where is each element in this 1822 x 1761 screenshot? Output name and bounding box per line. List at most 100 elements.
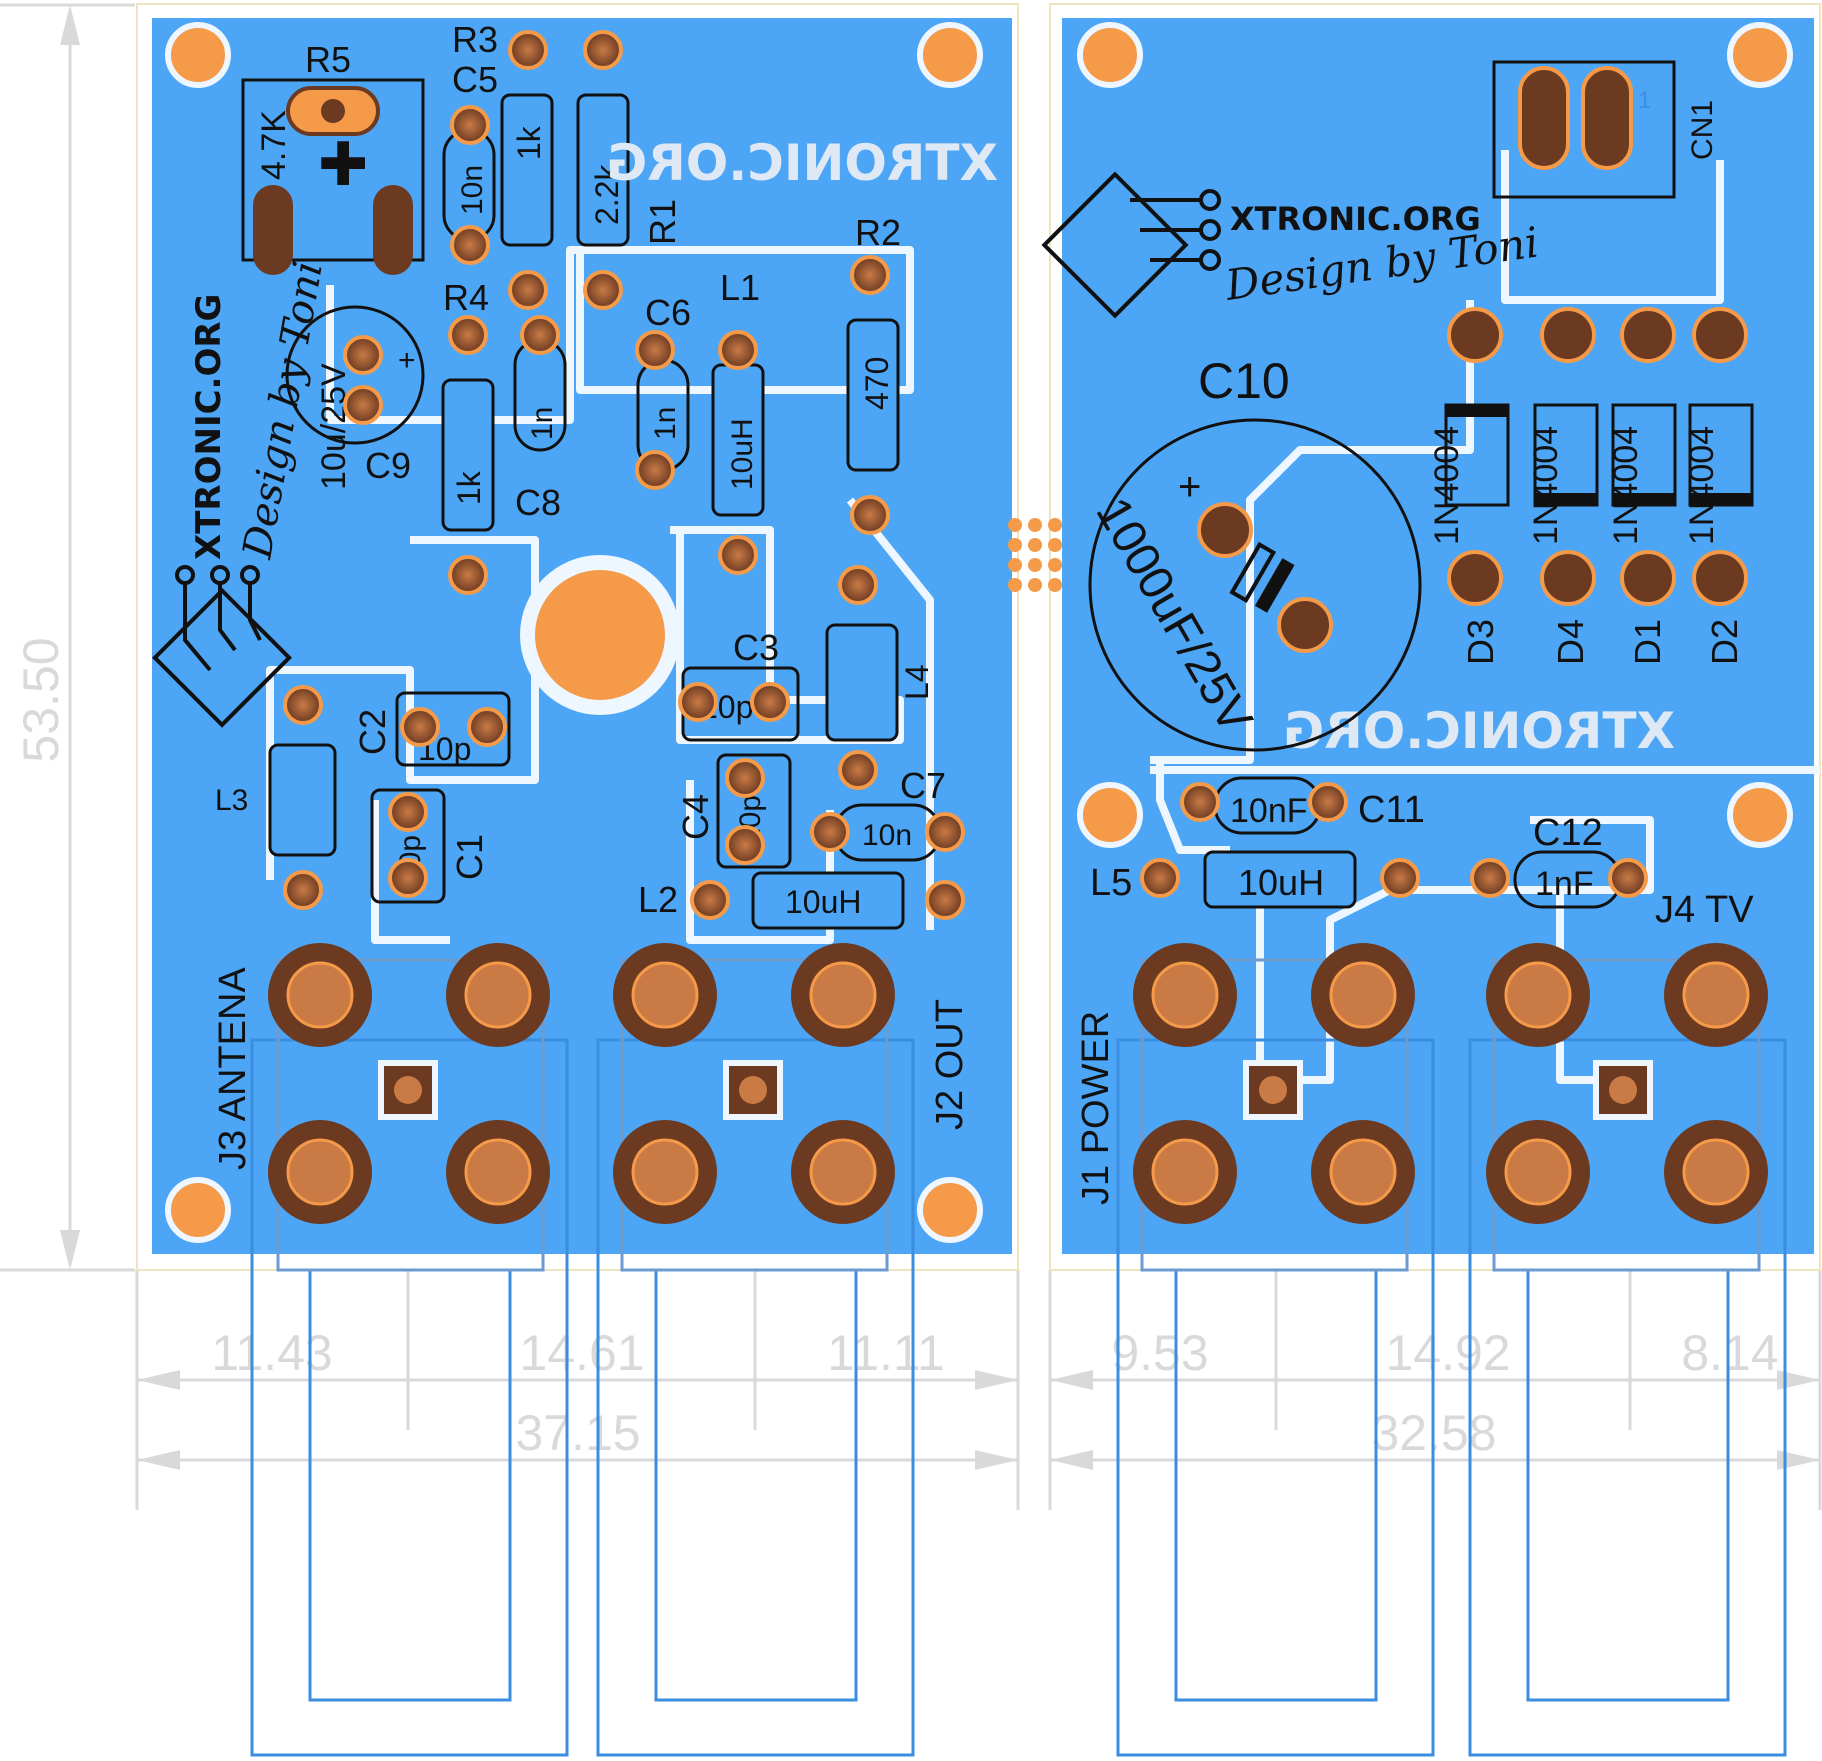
svg-text:+: + [1178,465,1201,509]
svg-text:✚: ✚ [318,131,368,198]
dim-left-seg-3: 11.11 [827,1325,945,1381]
C6-value: 1n [649,407,682,440]
connector-pad-ring [1151,961,1219,1029]
pad-small [343,335,383,375]
right-board: CN1 1 XTRONIC.ORG Design by Toni XTRONIC… [1041,18,1820,1757]
C4-ref: C4 [675,794,716,840]
pad-small [450,105,490,145]
R4-value: 1k [451,470,487,505]
connector-pad-ring [1504,961,1572,1029]
CN1-pin: 1 [1638,87,1651,114]
D1-part: 1N4004 [1607,426,1645,545]
pad-small [1608,858,1648,898]
R5-value: 4.7K [255,110,293,180]
R3-ref: R3 [452,19,498,60]
pad-small [583,30,623,70]
pad-medium [1620,307,1676,363]
connector-pad-ring [631,961,699,1029]
pad-small [283,870,323,910]
C5-ref: C5 [452,59,498,100]
dim-height: 53.50 [13,637,69,762]
D4-part: 1N4004 [1527,426,1565,545]
pad-small [343,385,383,425]
L3-ref: L3 [215,784,248,817]
pad-medium [1540,550,1596,606]
pad-medium [1692,550,1748,606]
pad-small [635,330,675,370]
pad-small [810,812,850,852]
connector-pad-ring [809,961,877,1029]
pad-small [750,682,790,722]
connector-pad-ring [1504,1138,1572,1206]
D3-ref: D3 [1460,619,1501,665]
C10-ref: C10 [1198,353,1290,409]
pad-small [725,825,765,865]
connector-pad-ring [631,1138,699,1206]
J2-label: J2 OUT [929,999,971,1130]
connector-center-pad [723,1060,783,1120]
C3-ref: C3 [733,627,779,668]
CN1-ref: CN1 [1686,100,1719,160]
L5-ref: L5 [1090,862,1132,904]
C8-ref: C8 [515,482,561,523]
pad-small [690,880,730,920]
R2-value: 470 [859,357,895,410]
pad-medium [1277,597,1333,653]
L1-value: 10uH [726,418,759,490]
connector-pad-ring [809,1138,877,1206]
pad-small [583,270,623,310]
L1-ref: L1 [720,267,760,308]
C12-ref: C12 [1533,812,1603,854]
pad-small [400,707,440,747]
connector-pad-ring [286,961,354,1029]
C7-value: 10n [862,819,912,852]
D4-ref: D4 [1550,619,1591,665]
R1-ref: R1 [642,199,683,245]
pad-medium [1540,307,1596,363]
connector-pad-ring [1329,961,1397,1029]
C2-ref: C2 [352,709,393,755]
D2-part: 1N4004 [1683,426,1721,545]
C8-value: 1n [526,407,559,440]
svg-text:+: + [398,344,416,377]
left-logo-vertical: XTRONIC.ORG [189,294,229,560]
connector-center-pad [1243,1060,1303,1120]
C11-ref: C11 [1358,789,1425,831]
right-logo-icon [1041,171,1221,319]
J3-label: J3 ANTENA [212,967,254,1170]
pad-small [467,707,507,747]
L5-value: 10uH [1238,862,1324,903]
pad-small [838,750,878,790]
R3-value: 1k [511,125,547,160]
L2-ref: L2 [638,879,678,920]
dimension-lines [0,3,1822,1510]
R1-value: 2.2k [589,164,625,225]
pad-small [718,330,758,370]
J4-label: J4 TV [1655,889,1754,931]
pad-small [925,880,965,920]
left-board: R5 4.7K ✚ R3 1k R1 2.2k C5 10n R2 470 R4… [151,18,1012,1757]
L2-value: 10uH [785,884,862,920]
pad-medium [1692,307,1748,363]
pad-small [678,682,718,722]
pad-small [1308,782,1348,822]
pad-medium [1447,307,1503,363]
pad-small [850,255,890,295]
L4-ref: L4 [899,664,935,700]
C9-value: 10u/25V [315,363,353,490]
C9-ref: C9 [365,445,411,486]
dim-right-seg-2: 14.92 [1385,1325,1510,1381]
pad-small [508,30,548,70]
right-logo: XTRONIC.ORG [1230,200,1481,238]
D1-ref: D1 [1627,619,1668,665]
C5-value: 10n [456,165,489,215]
pad-small [283,685,323,725]
connector-pad-ring [286,1138,354,1206]
connector-center-hole [1259,1076,1287,1104]
C6-ref: C6 [645,292,691,333]
connector-pad-ring [464,961,532,1029]
pad-small [450,225,490,265]
R2-ref: R2 [855,212,901,253]
connector-pad-ring [1682,961,1750,1029]
